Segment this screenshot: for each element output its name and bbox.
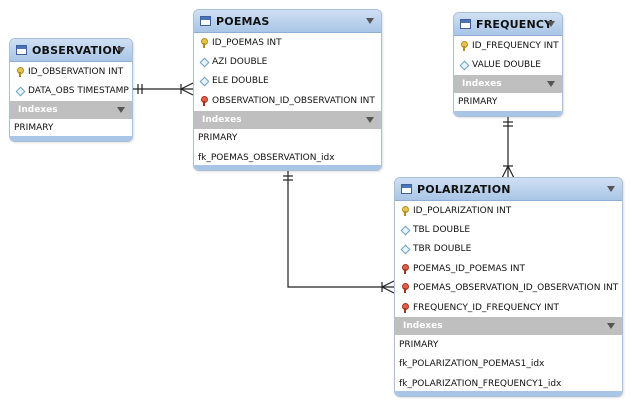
column-label: ID_POLARIZATION INT	[413, 205, 512, 216]
column-row[interactable]: AZI DOUBLE	[194, 52, 381, 71]
column-label: TBR DOUBLE	[413, 244, 472, 255]
foreign-key-icon	[400, 283, 410, 294]
attribute-diamond-icon	[199, 76, 209, 86]
attribute-diamond-icon	[199, 57, 209, 67]
column-label: FREQUENCY_ID_FREQUENCY INT	[413, 302, 559, 313]
indexes-label: Indexes	[18, 104, 58, 115]
column-row[interactable]: ID_FREQUENCY INT	[454, 36, 562, 55]
table-icon	[16, 45, 27, 55]
index-row[interactable]: fk_POEMAS_OBSERVATION_idx	[198, 152, 335, 163]
poemas-table[interactable]: POEMAS ID_POEMAS INT AZI DOUBLE ELE DOUB…	[193, 9, 382, 171]
column-row[interactable]: TBR DOUBLE	[395, 240, 622, 259]
indexes-section-header[interactable]: Indexes	[10, 100, 132, 119]
index-row[interactable]: fk_POLARIZATION_POEMAS1_idx	[399, 359, 545, 370]
column-row[interactable]: DATA_OBS TIMESTAMP	[10, 81, 132, 100]
column-row[interactable]: ID_OBSERVATION INT	[10, 62, 132, 81]
foreign-key-icon	[400, 302, 410, 313]
poemas-header[interactable]: POEMAS	[194, 10, 381, 33]
column-label: DATA_OBS TIMESTAMP	[28, 86, 129, 97]
column-row[interactable]: TBL DOUBLE	[395, 220, 622, 239]
column-label: ID_POEMAS INT	[212, 37, 282, 48]
column-row[interactable]: FREQUENCY_ID_FREQUENCY INT	[395, 298, 622, 317]
column-label: OBSERVATION_ID_OBSERVATION INT	[212, 95, 375, 106]
table-footer	[194, 165, 381, 170]
indexes-label: Indexes	[403, 321, 443, 332]
table-name: FREQUENCY	[476, 17, 553, 31]
collapse-arrow-icon[interactable]	[607, 323, 615, 330]
table-icon	[401, 184, 412, 194]
column-row[interactable]: POEMAS_OBSERVATION_ID_OBSERVATION INT	[395, 279, 622, 298]
table-name: POLARIZATION	[417, 182, 511, 196]
indexes-section-header[interactable]: Indexes	[395, 317, 622, 336]
observation-header[interactable]: OBSERVATION	[10, 39, 132, 62]
index-row[interactable]: PRIMARY	[14, 123, 54, 134]
collapse-arrow-icon[interactable]	[547, 21, 555, 27]
table-name: OBSERVATION	[32, 43, 122, 57]
index-row[interactable]: PRIMARY	[458, 97, 498, 108]
column-label: ELE DOUBLE	[212, 76, 269, 87]
column-row[interactable]: ID_POEMAS INT	[194, 33, 381, 52]
collapse-arrow-icon[interactable]	[117, 47, 125, 53]
column-label: VALUE DOUBLE	[472, 60, 541, 71]
attribute-diamond-icon	[400, 244, 410, 254]
indexes-section-header[interactable]: Indexes	[454, 74, 562, 93]
attribute-diamond-icon	[459, 60, 469, 70]
rel-frequency-polarization	[501, 117, 515, 179]
column-row[interactable]: ELE DOUBLE	[194, 72, 381, 91]
table-name: POEMAS	[216, 14, 270, 28]
table-icon	[460, 19, 471, 29]
attribute-diamond-icon	[400, 225, 410, 235]
index-row[interactable]: fk_POLARIZATION_FREQUENCY1_idx	[399, 378, 562, 389]
index-row[interactable]: PRIMARY	[399, 340, 439, 351]
primary-key-icon	[15, 66, 25, 77]
collapse-arrow-icon[interactable]	[547, 80, 555, 87]
indexes-label: Indexes	[202, 114, 242, 125]
polarization-table[interactable]: POLARIZATION ID_POLARIZATION INT TBL DOU…	[394, 177, 623, 397]
primary-key-icon	[199, 37, 209, 48]
column-label: ID_FREQUENCY INT	[472, 40, 559, 51]
frequency-header[interactable]: FREQUENCY	[454, 13, 562, 36]
frequency-table[interactable]: FREQUENCY ID_FREQUENCY INT VALUE DOUBLE …	[453, 12, 563, 117]
column-label: ID_OBSERVATION INT	[28, 66, 124, 77]
polarization-header[interactable]: POLARIZATION	[395, 178, 622, 201]
table-icon	[200, 16, 211, 26]
indexes-label: Indexes	[462, 78, 502, 89]
rel-observation-poemas	[133, 82, 194, 96]
collapse-arrow-icon[interactable]	[366, 116, 374, 123]
column-label: AZI DOUBLE	[212, 57, 268, 68]
indexes-section-header[interactable]: Indexes	[194, 110, 381, 129]
foreign-key-icon	[199, 95, 209, 106]
collapse-arrow-icon[interactable]	[366, 18, 374, 24]
primary-key-icon	[459, 40, 469, 51]
table-footer	[454, 111, 562, 116]
column-label: POEMAS_ID_POEMAS INT	[413, 263, 525, 274]
foreign-key-icon	[400, 263, 410, 274]
collapse-arrow-icon[interactable]	[607, 186, 615, 192]
rel-poemas-polarization	[283, 170, 395, 294]
index-row[interactable]: PRIMARY	[198, 133, 238, 144]
column-row[interactable]: ID_POLARIZATION INT	[395, 201, 622, 220]
column-row[interactable]: OBSERVATION_ID_OBSERVATION INT	[194, 91, 381, 110]
column-row[interactable]: POEMAS_ID_POEMAS INT	[395, 259, 622, 278]
collapse-arrow-icon[interactable]	[117, 106, 125, 113]
column-label: TBL DOUBLE	[413, 225, 471, 236]
primary-key-icon	[400, 205, 410, 216]
column-row[interactable]: VALUE DOUBLE	[454, 55, 562, 74]
table-footer	[395, 391, 622, 396]
attribute-diamond-icon	[15, 86, 25, 96]
table-footer	[10, 136, 132, 141]
observation-table[interactable]: OBSERVATION ID_OBSERVATION INT DATA_OBS …	[9, 38, 133, 142]
column-label: POEMAS_OBSERVATION_ID_OBSERVATION INT	[413, 283, 619, 294]
